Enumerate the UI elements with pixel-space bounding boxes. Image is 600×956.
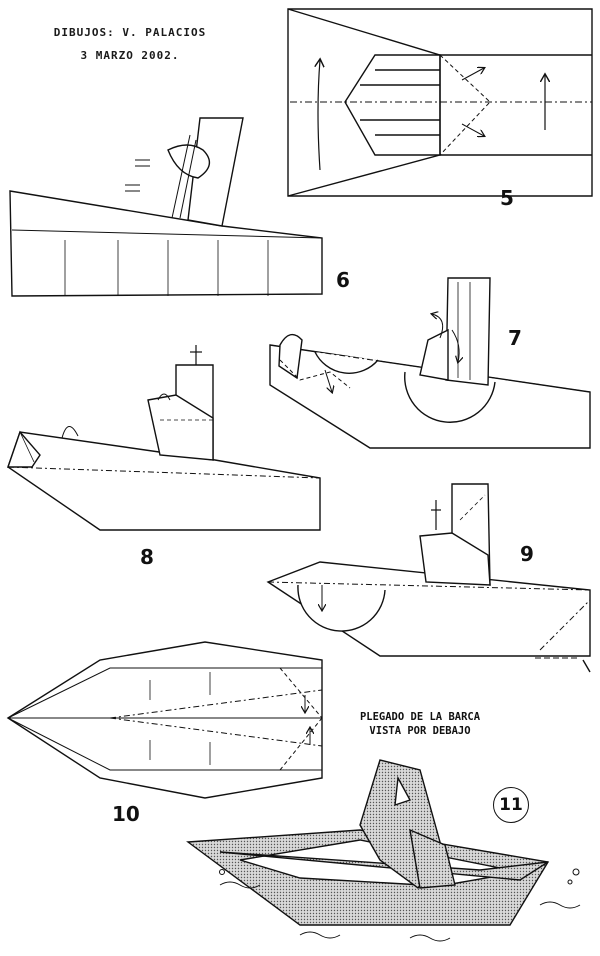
caption-line-1: PLEGADO DE LA BARCA [359,711,481,723]
credit-author: DIBUJOS: V. PALACIOS [53,26,207,39]
credit-date: 3 MARZO 2002. [80,49,180,62]
caption-line-2: VISTA POR DEBAJO [369,725,471,737]
step-8-label: 8 [140,545,154,569]
step-8-diagram [8,345,320,530]
step-9-label: 9 [520,542,534,566]
step-7-label: 7 [508,326,522,350]
step-10-diagram [8,642,322,798]
step-6-diagram [10,118,322,296]
step-11-label: 11 [493,787,529,823]
step-6-hull [10,191,322,296]
step-7-diagram [270,278,590,448]
step-5-diagram [288,9,592,196]
step-5-label: 5 [500,186,514,210]
step-6-label: 6 [336,268,350,292]
step-11-diagram [188,760,580,941]
step-9-diagram [268,484,590,672]
step-9-hull [268,562,590,656]
step-10-hull [8,642,322,798]
step-10-label: 10 [112,802,140,826]
step-6-cabin [188,118,243,226]
